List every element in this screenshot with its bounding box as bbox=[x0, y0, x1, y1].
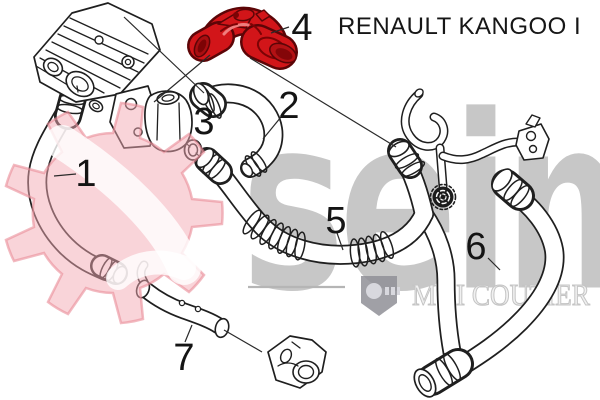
page-title: RENAULT KANGOO I bbox=[338, 13, 582, 40]
part-label-5: 5 bbox=[325, 200, 347, 242]
leader-part4-to-part3 bbox=[153, 54, 211, 103]
part-label-3: 3 bbox=[193, 101, 215, 143]
leader-part4-to-junction bbox=[249, 57, 397, 148]
hose-5 bbox=[194, 138, 434, 268]
part-label-2: 2 bbox=[278, 85, 300, 127]
mounting-bracket bbox=[267, 335, 327, 389]
hose-5-branch bbox=[414, 204, 462, 362]
part-label-1: 1 bbox=[75, 153, 97, 195]
hose-6 bbox=[413, 168, 565, 398]
part-label-6: 6 bbox=[465, 226, 487, 268]
leader-label-6 bbox=[487, 257, 501, 271]
gear-watermark-icon bbox=[4, 101, 224, 325]
vacuum-pipe bbox=[400, 88, 550, 211]
leader-hose7-to-bracket bbox=[223, 329, 263, 353]
leader-label-1 bbox=[53, 173, 77, 177]
leader-label-2 bbox=[262, 116, 282, 140]
part-label-7: 7 bbox=[173, 337, 195, 379]
highlighted-part-4 bbox=[187, 6, 298, 70]
leader-lines bbox=[53, 16, 501, 353]
leader-label-4 bbox=[270, 26, 290, 34]
leader-label-7 bbox=[184, 324, 193, 343]
air-filter-box bbox=[33, 2, 161, 103]
mgi-shield-logo-icon bbox=[361, 276, 400, 316]
leader-airbox-to-hose2 bbox=[123, 16, 205, 94]
leader-label-5 bbox=[336, 232, 344, 251]
part-label-4: 4 bbox=[291, 7, 313, 49]
hose-2 bbox=[189, 82, 284, 178]
gear-swoosh bbox=[45, 125, 201, 290]
